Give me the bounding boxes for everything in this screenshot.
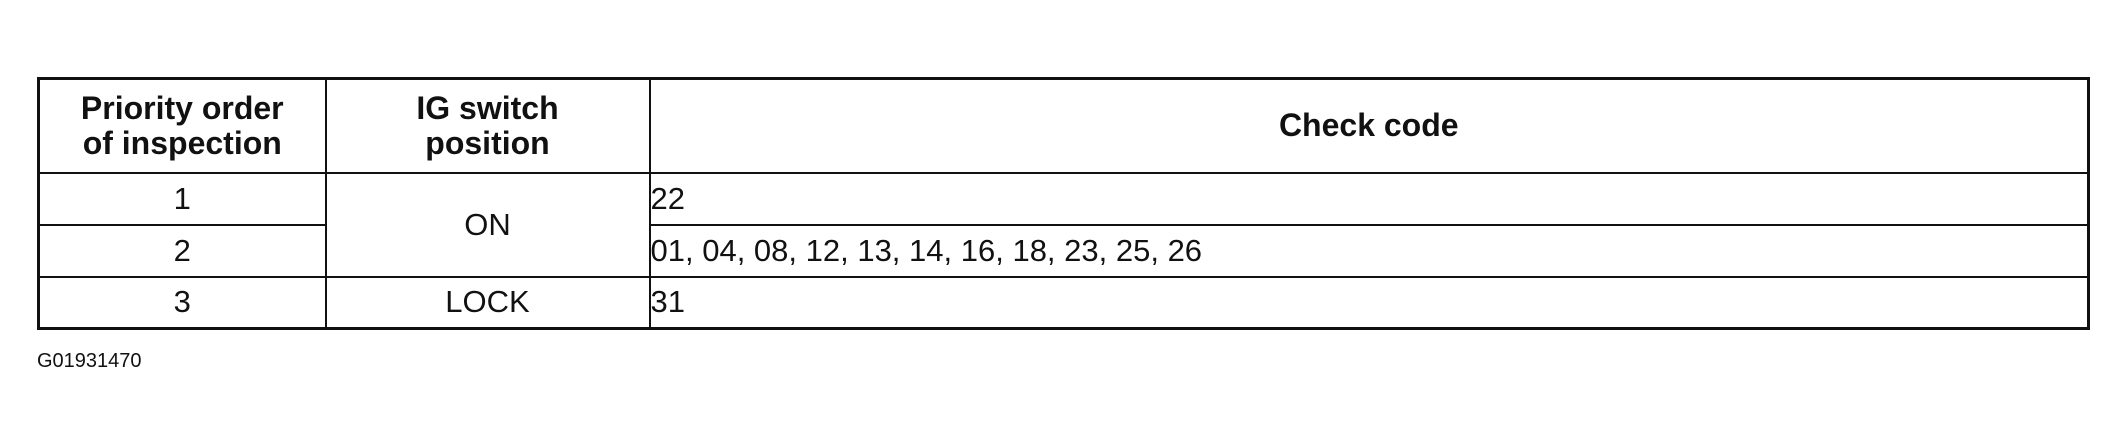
cell-priority: 2	[37, 223, 327, 278]
header-ig-line2: position	[425, 124, 550, 161]
table-row: 2 01, 04, 08, 12, 13, 14, 16, 18, 23, 25…	[37, 223, 2090, 278]
header-ig-line1: IG switch	[416, 89, 559, 126]
figure-id: G01931470	[37, 350, 142, 372]
table-row: 1 ON 22	[37, 171, 2090, 278]
header-priority-order: Priority order of inspection	[37, 77, 327, 174]
header-ig-switch-position: IG switch position	[324, 77, 651, 174]
cell-ig-position: ON	[324, 171, 651, 278]
header-check-code: Check code	[648, 77, 2090, 174]
cell-check-code: 22	[648, 171, 2090, 226]
header-check-code-label: Check code	[1278, 107, 1459, 144]
table-row: 3 LOCK 31	[37, 275, 2090, 330]
cell-ig-position: LOCK	[324, 275, 651, 330]
cell-check-code: 01, 04, 08, 12, 13, 14, 16, 18, 23, 25, …	[648, 223, 2090, 278]
cell-priority: 3	[37, 275, 327, 330]
header-priority-line1: Priority order	[80, 89, 284, 126]
inspection-table: Priority order of inspection IG switch p…	[37, 77, 2090, 330]
header-priority-line2: of inspection	[82, 124, 282, 161]
table-header-row: Priority order of inspection IG switch p…	[37, 77, 2090, 174]
cell-check-code: 31	[648, 275, 2090, 330]
cell-priority: 1	[37, 171, 327, 226]
